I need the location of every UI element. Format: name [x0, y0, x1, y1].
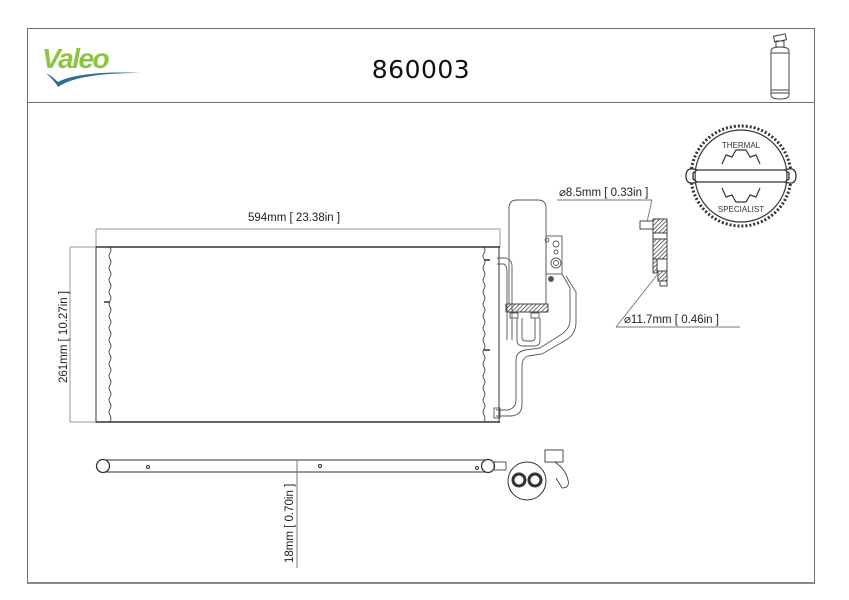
receiver-drier-icon: [770, 33, 790, 100]
svg-text:THERMAL: THERMAL: [722, 141, 761, 150]
part-number: 860003: [371, 55, 471, 84]
logo-swoosh-icon: [46, 72, 140, 87]
pipe-small-dimension: ⌀8.5mm [ 0.33in ]: [559, 187, 649, 199]
header-divider: [28, 102, 814, 103]
pipe-large-dimension: ⌀11.7mm [ 0.46in ]: [624, 314, 719, 326]
condenser-top-view: [95, 449, 569, 568]
svg-text:SPECIALIST: SPECIALIST: [718, 205, 764, 214]
condenser-front-view: [69, 228, 501, 423]
height-dimension: 261mm [ 10.27in ]: [58, 290, 70, 383]
brand-name: Valeo: [42, 43, 110, 74]
valeo-logo: Valeo: [42, 43, 142, 91]
drawing-sheet: Valeo 860003: [27, 28, 815, 584]
thermal-specialist-badge: THERMAL SPECIALIST: [685, 124, 797, 228]
pipe-connector-section: [557, 199, 740, 328]
width-dimension: 594mm [ 23.38in ]: [248, 212, 341, 224]
receiver-drier-assembly: [493, 199, 577, 419]
depth-dimension: 18mm [ 0.70in ]: [284, 483, 296, 563]
